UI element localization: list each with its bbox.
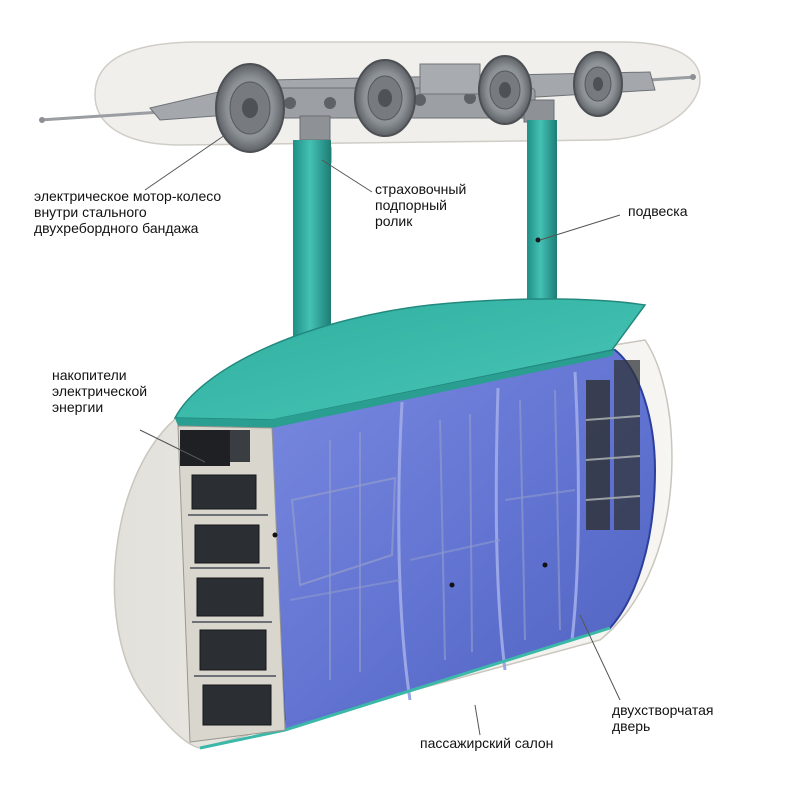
- label-energy-storage: накопители электрической энергии: [52, 367, 148, 415]
- label-double-door: двухстворчатая дверь: [612, 702, 714, 734]
- motor-wheel: [478, 55, 532, 125]
- leader-lines: [139, 134, 621, 736]
- rear-battery-racks: [585, 360, 641, 530]
- cabin-roof: [173, 298, 647, 428]
- label-motor-wheel: электрическое мотор-колесо внутри стальн…: [34, 188, 222, 236]
- motor-wheels: [215, 51, 623, 153]
- leader-line-suspension: [539, 214, 621, 241]
- motor-wheel: [573, 51, 623, 117]
- motor-wheel: [215, 63, 285, 153]
- leader-line-double-door: [579, 614, 621, 701]
- leader-line-passenger-cabin: [474, 704, 481, 736]
- leader-line-energy-storage: [139, 429, 206, 463]
- motor-wheel: [354, 59, 416, 137]
- label-safety-roller: страховочный подпорный ролик: [375, 181, 467, 229]
- leader-line-safety-roller: [321, 159, 373, 193]
- leader-line-motor-wheel: [144, 134, 226, 191]
- battery-compartment: [177, 425, 286, 743]
- label-suspension: подвеска: [628, 203, 688, 219]
- label-passenger-cabin: пассажирский салон: [420, 735, 554, 751]
